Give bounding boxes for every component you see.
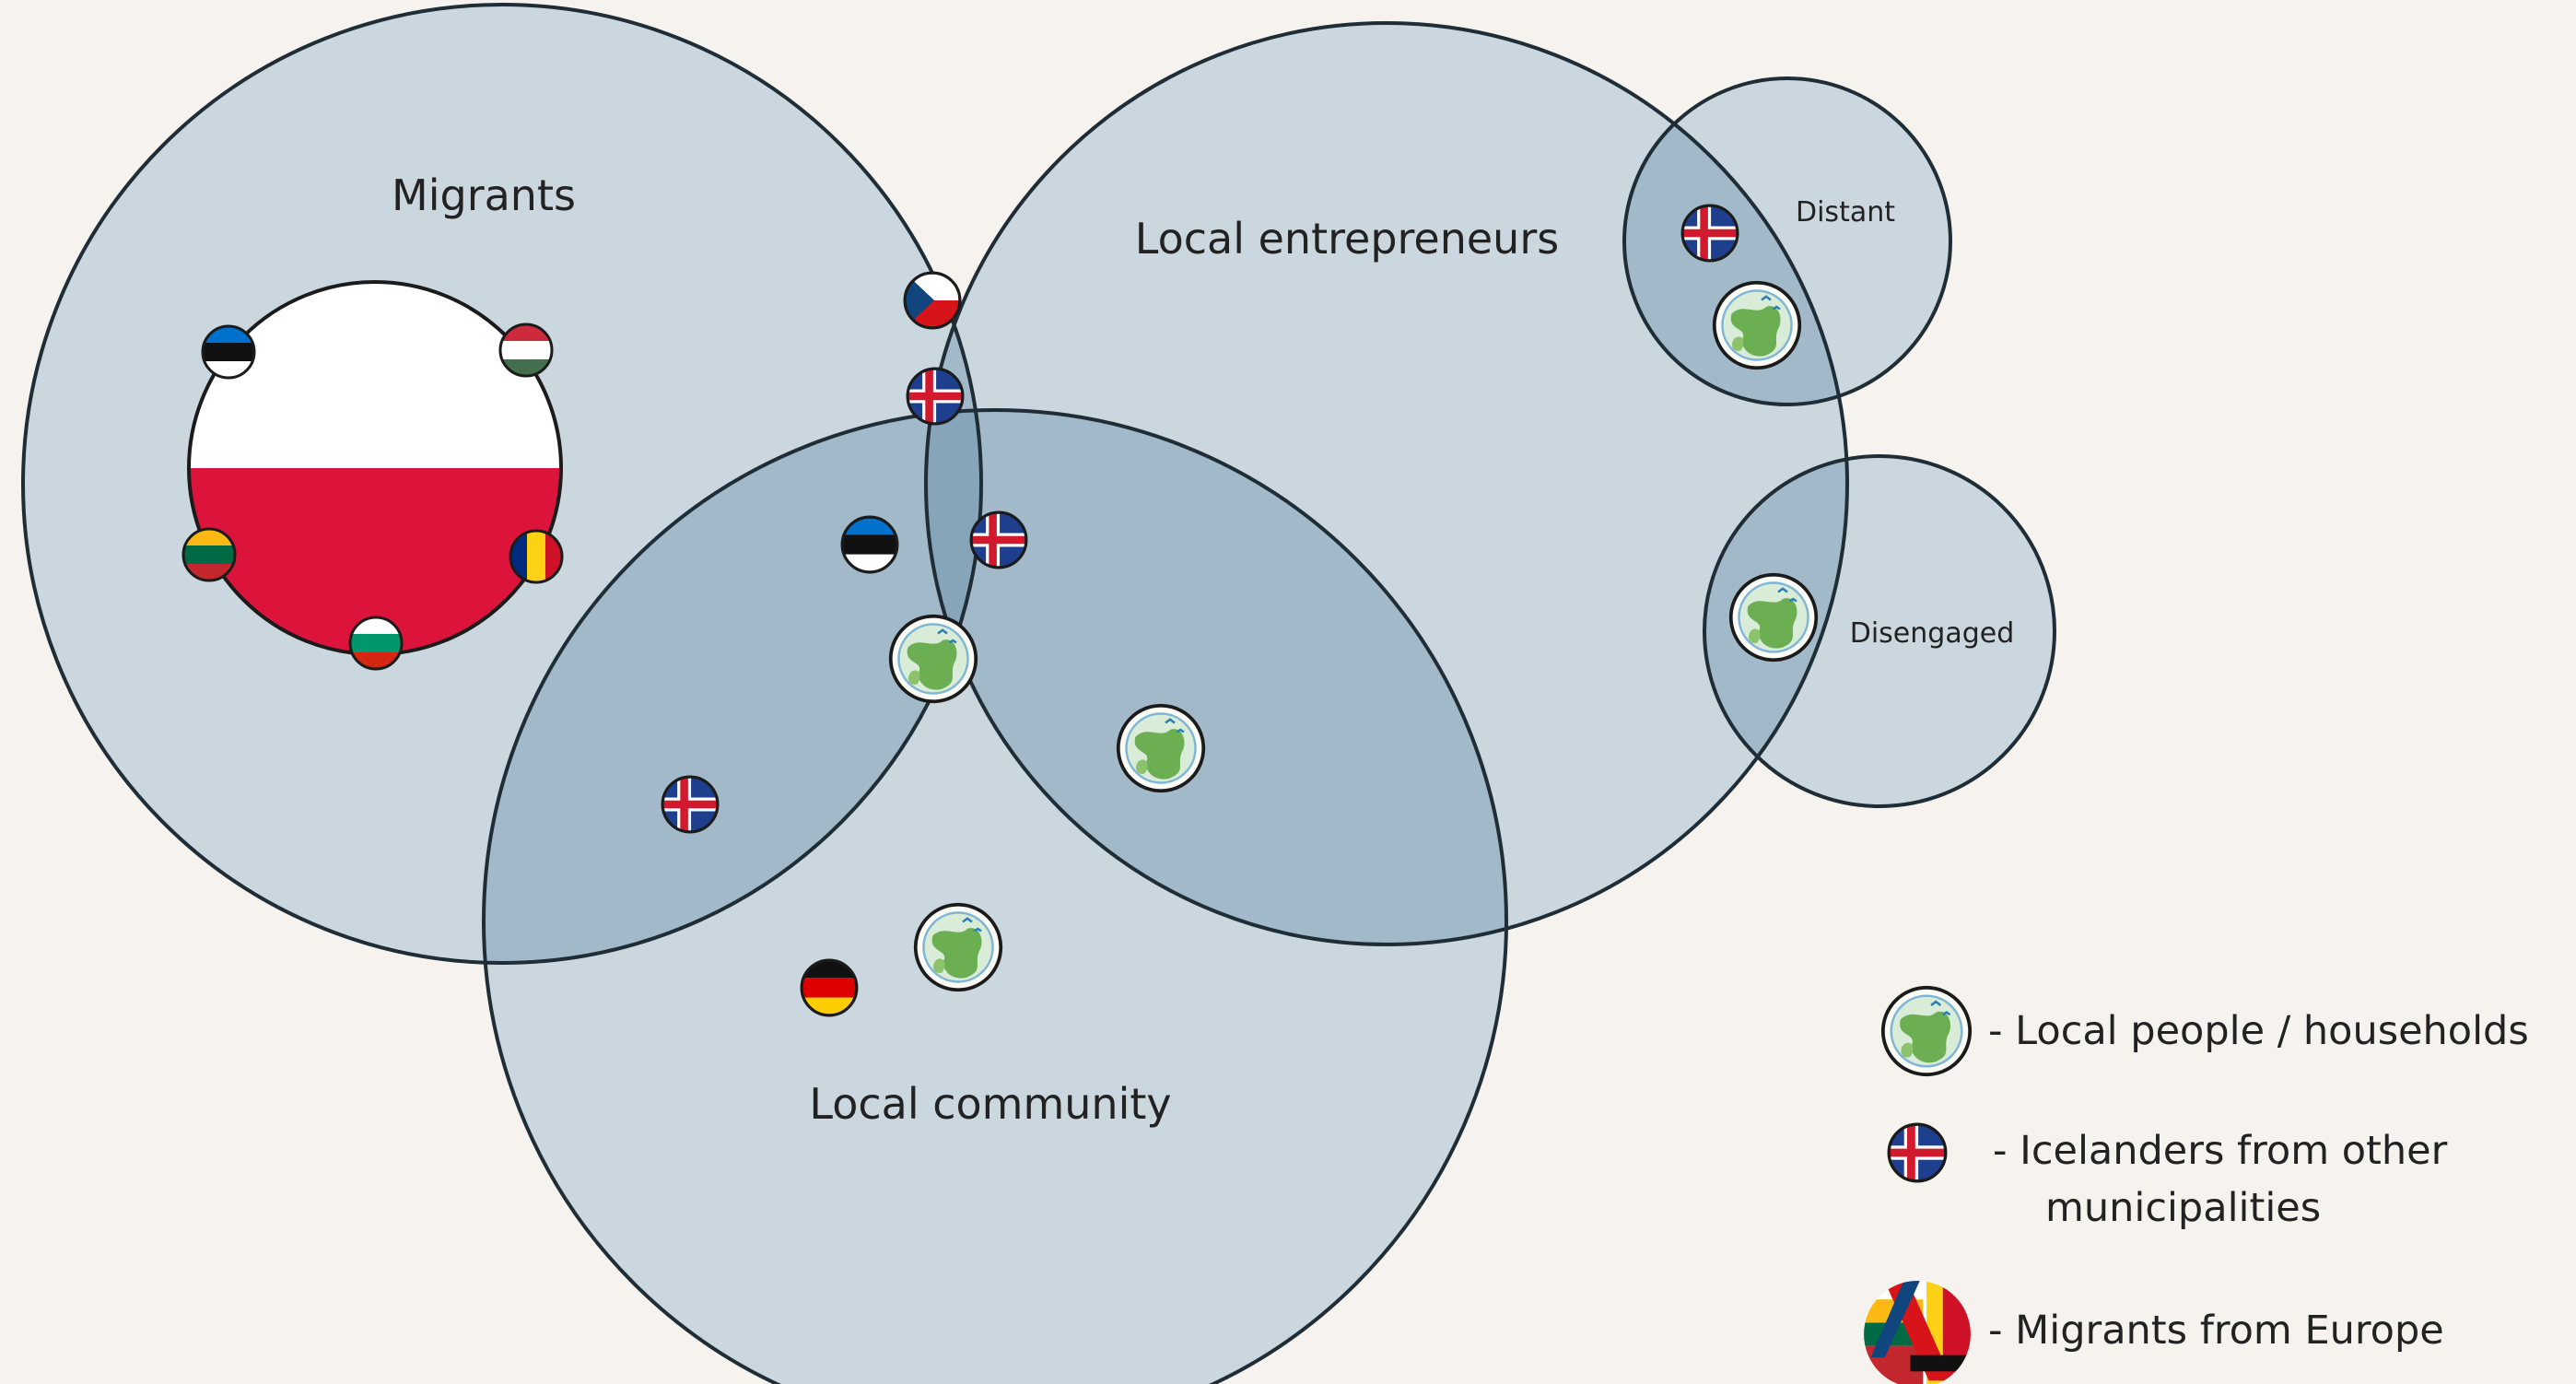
legend-iceland-label-cont: municipalities bbox=[2045, 1185, 2321, 1231]
europe-migrants-icon bbox=[1859, 1276, 1975, 1384]
legend-iceland-label: - Icelanders from other bbox=[1993, 1128, 2448, 1174]
circle-outlines bbox=[21, 3, 2056, 1384]
legend-europe-label: - Migrants from Europe bbox=[1988, 1308, 2444, 1354]
entrepreneurs-label: Local entrepreneurs bbox=[1135, 214, 1559, 264]
legend-local-label: - Local people / households bbox=[1988, 1008, 2529, 1054]
local-household-icon bbox=[1712, 280, 1802, 370]
disengaged-label: Disengaged bbox=[1850, 617, 2015, 650]
community-label: Local community bbox=[809, 1079, 1171, 1129]
local-household-icon bbox=[913, 902, 1003, 992]
local-household-icon bbox=[1116, 703, 1206, 793]
distant-label: Distant bbox=[1796, 196, 1895, 229]
legend: - Local people / households - Icelanders… bbox=[1859, 985, 2529, 1384]
local-household-icon bbox=[888, 614, 978, 704]
local-household-icon bbox=[1880, 985, 1973, 1077]
migrants-label: Migrants bbox=[392, 170, 576, 220]
iceland-flag-icon bbox=[1887, 1122, 1948, 1183]
local-household-icon bbox=[1728, 572, 1819, 663]
